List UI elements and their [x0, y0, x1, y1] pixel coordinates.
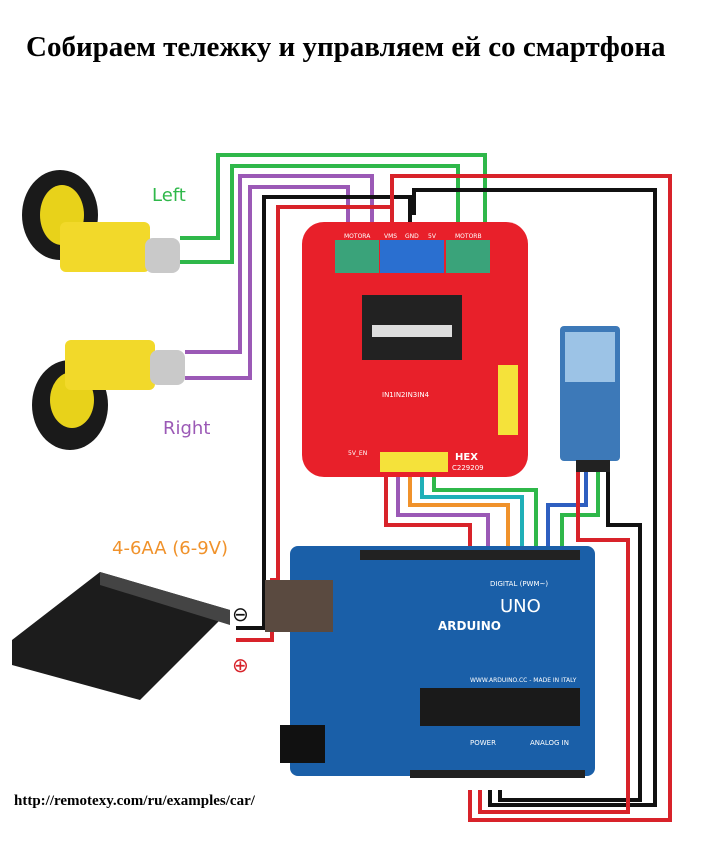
arduino-uno-board: ARDUINO UNO DIGITAL (PWM~) POWER ANALOG …: [265, 546, 595, 778]
battery-label: 4-6AA (6-9V): [112, 538, 229, 559]
arduino-analog-label: ANALOG IN: [530, 739, 569, 747]
page-title: Собираем тележку и управляем ей со смарт…: [26, 31, 666, 63]
driver-label-motorb: MOTORB: [455, 233, 482, 240]
right-motor-label: Right: [163, 418, 211, 439]
wire-orange-in2: [408, 470, 510, 548]
right-motor: [32, 340, 185, 450]
left-motor-label: Left: [152, 185, 186, 206]
wire-teal-in3: [420, 470, 524, 548]
source-url[interactable]: http://remotexy.com/ru/examples/car/: [14, 793, 255, 809]
bluetooth-module: [560, 326, 620, 472]
arduino-model: UNO: [500, 596, 541, 617]
battery-pack: [12, 572, 230, 700]
wire-red-ena: [384, 470, 472, 548]
left-motor: [22, 170, 180, 273]
wire-blue-bt-tx: [546, 470, 588, 548]
wire-green-1: [180, 153, 487, 240]
driver-label-5v: 5V: [428, 233, 437, 240]
wire-black-gnd: [412, 188, 657, 807]
driver-label-vms: VMS: [384, 233, 397, 240]
arduino-web-label: WWW.ARDUINO.CC - MADE IN ITALY: [470, 677, 577, 684]
arduino-power-label: POWER: [470, 739, 496, 747]
wire-green-2: [180, 164, 460, 264]
wire-red-bt-vcc: [478, 470, 630, 814]
motor-driver-board: MOTORA VMS GND 5V MOTORB IN1IN2IN3IN4 HE…: [302, 222, 528, 477]
driver-label-inputs: IN1IN2IN3IN4: [382, 391, 430, 399]
wire-purple-1: [185, 174, 374, 354]
driver-brand: HEX: [455, 452, 478, 463]
driver-model: C229209: [452, 464, 484, 472]
driver-label-gnd: GND: [405, 233, 419, 240]
wire-black-battery: [236, 195, 412, 630]
wire-red-5v: [390, 174, 672, 822]
wire-black-bt-gnd: [498, 470, 642, 802]
minus-terminal-label: ⊖: [232, 602, 249, 626]
wire-purple-in1: [396, 470, 490, 548]
arduino-logo: ARDUINO: [438, 619, 501, 633]
wire-green-in4: [432, 470, 538, 548]
arduino-digital-label: DIGITAL (PWM~): [490, 580, 548, 588]
driver-label-motora: MOTORA: [344, 233, 371, 240]
wires: [180, 153, 672, 822]
wire-purple-2: [185, 185, 350, 380]
driver-label-en: 5V_EN: [348, 450, 367, 457]
plus-terminal-label: ⊕: [232, 653, 249, 677]
